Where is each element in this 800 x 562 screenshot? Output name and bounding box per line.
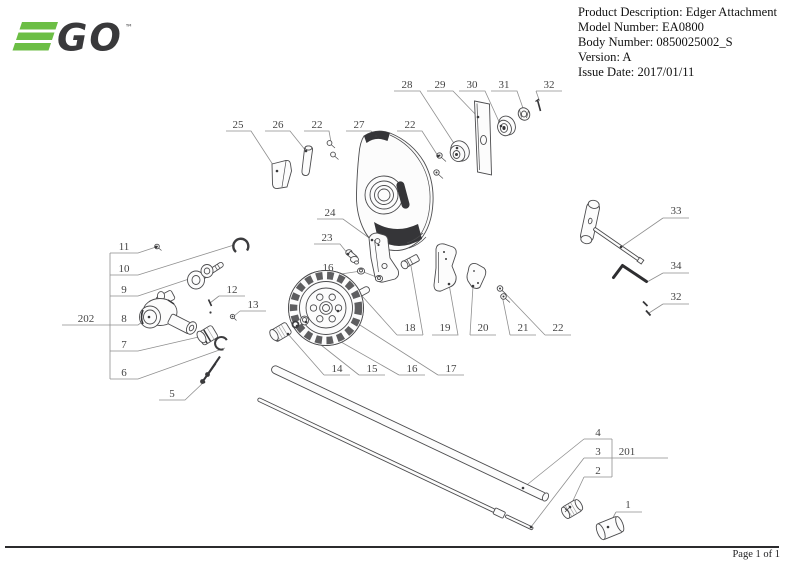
part-6-snap-ring (214, 335, 228, 351)
ego-logo-svg: GO ™ (12, 17, 133, 60)
part-9-spindle-shaft (187, 261, 224, 290)
part-5-screws (200, 355, 221, 384)
part-label-20: 20 (478, 322, 490, 334)
part-4-outer-tube (271, 365, 550, 502)
part-2-coupler (560, 499, 584, 519)
part-label-8: 8 (121, 313, 127, 325)
part-label-201: 201 (619, 446, 636, 458)
part-label-1: 1 (625, 499, 631, 511)
leader-dots (147, 115, 623, 529)
product-info-block: Product Description: Edger Attachment Mo… (578, 5, 777, 80)
issue-date-line: Issue Date: 2017/01/11 (578, 65, 695, 79)
part-3-inner-shaft (257, 397, 534, 531)
part-label-27: 27 (354, 119, 366, 131)
part-27-blade-guard (356, 130, 434, 251)
part-label-24: 24 (325, 207, 337, 219)
part-22-screws-clamp (326, 140, 339, 160)
part-23-bolt (345, 249, 359, 265)
part-label-28: 28 (402, 79, 414, 91)
part-22-screws-hub (433, 152, 447, 179)
part-label-7: 7 (121, 339, 127, 351)
part-label-10: 10 (119, 263, 131, 275)
part-28-blade-hub (449, 140, 470, 162)
part-15-washer (291, 320, 300, 329)
part-label-31: 31 (499, 79, 510, 91)
part-32-pin-top (535, 98, 542, 112)
model-number-line: Model Number: EA0800 (578, 20, 704, 34)
part-label-22: 22 (405, 119, 416, 131)
part-12-pin (207, 299, 213, 314)
part-label-18: 18 (405, 322, 417, 334)
part-label-26: 26 (273, 119, 285, 131)
part-label-22: 22 (553, 322, 564, 334)
ego-logo: GO ™ (12, 17, 152, 62)
part-label-202: 202 (78, 313, 95, 325)
part-label-14: 14 (332, 363, 344, 375)
part-label-29: 29 (435, 79, 447, 91)
part-label-25: 25 (233, 119, 245, 131)
part-label-15: 15 (367, 363, 379, 375)
product-description-line: Product Description: Edger Attachment (578, 5, 778, 19)
footer-rule (5, 546, 779, 548)
ego-logo-go-text: GO (57, 20, 123, 60)
part-label-32: 32 (544, 79, 555, 91)
part-33-wrench (580, 199, 645, 265)
part-label-21: 21 (518, 322, 529, 334)
page-number: Page 1 of 1 (732, 549, 780, 560)
part-label-2: 2 (595, 465, 601, 477)
part-label-13: 13 (248, 299, 260, 311)
part-20-guide-plate (466, 262, 487, 289)
part-label-30: 30 (467, 79, 479, 91)
part-19-guide-plate (433, 243, 457, 292)
part-label-22: 22 (312, 119, 323, 131)
part-label-6: 6 (121, 367, 127, 379)
part-21-22-screws (496, 285, 511, 303)
part-label-4: 4 (595, 427, 601, 439)
part-34-hex-key (612, 264, 648, 283)
part-13-screw (229, 313, 237, 321)
part-label-34: 34 (671, 260, 683, 272)
part-16-nut-lower (300, 315, 309, 326)
part-label-33: 33 (671, 205, 683, 217)
part-label-16: 16 (323, 262, 335, 274)
part-30-bearing (497, 115, 516, 137)
part-25-clamp-shoe (271, 159, 292, 189)
part-label-16: 16 (407, 363, 419, 375)
part-31-nut (517, 107, 531, 121)
part-10-snap-ring (232, 237, 250, 253)
part-24-bracket (368, 232, 400, 283)
part-label-5: 5 (169, 388, 175, 400)
body-number-line: Body Number: 0850025002_S (578, 35, 733, 49)
part-29-blade (474, 100, 492, 176)
part-label-12: 12 (227, 284, 238, 296)
part-label-9: 9 (121, 284, 127, 296)
part-label-17: 17 (446, 363, 458, 375)
part-label-32: 32 (671, 291, 682, 303)
part-14-hub-adapter (269, 322, 292, 342)
part-label-19: 19 (440, 322, 452, 334)
part-8-gearbox (139, 290, 198, 335)
part-label-3: 3 (595, 446, 601, 458)
part-label-23: 23 (322, 232, 334, 244)
ego-logo-e-bars (12, 22, 58, 51)
part-7-coupler (196, 325, 218, 346)
trademark-symbol: ™ (125, 23, 133, 32)
part-17-wheel (288, 270, 364, 346)
part-16-nut-pair (356, 267, 384, 283)
part-32-pin-bottom (642, 300, 652, 317)
part-1-end-cap (595, 516, 625, 541)
part-label-11: 11 (119, 241, 130, 253)
version-line: Version: A (578, 50, 632, 64)
part-26-clamp-lever (301, 145, 314, 176)
